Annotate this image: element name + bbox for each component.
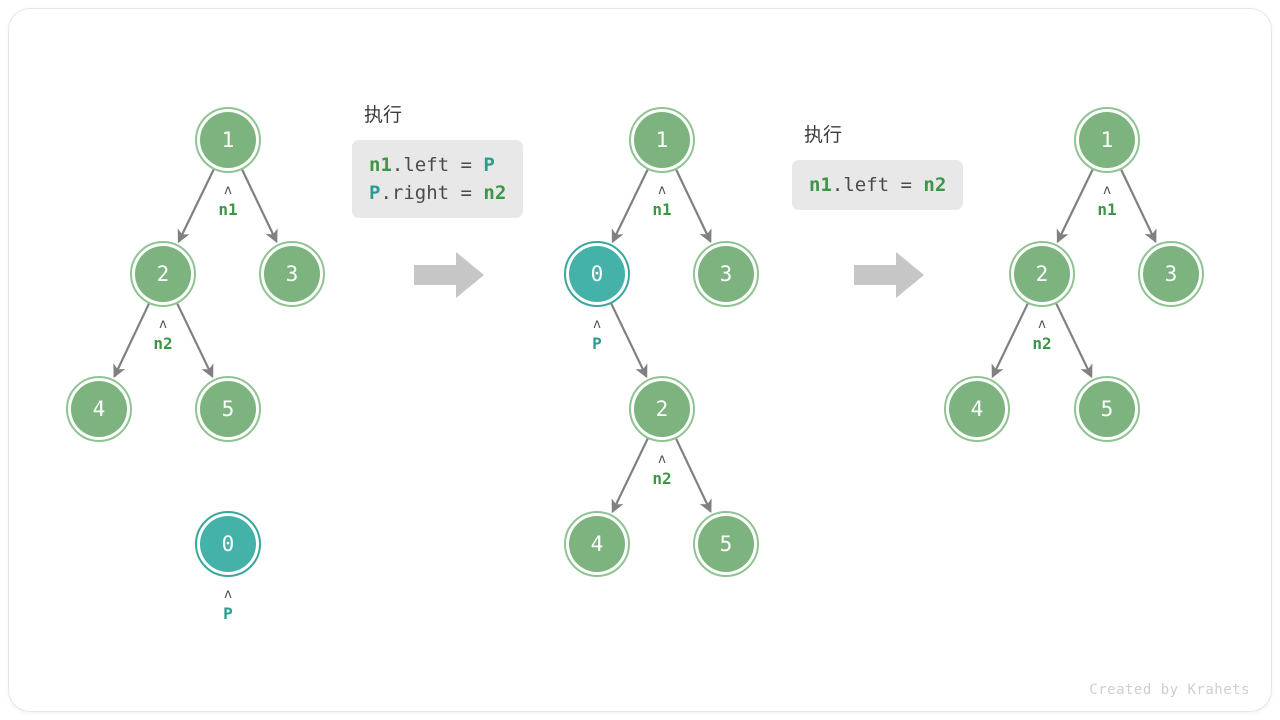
tree-node-middle-1: 1 [629, 107, 695, 173]
node-value: 1 [221, 127, 235, 152]
node-ring [564, 241, 630, 307]
pointer-name: P [223, 604, 233, 623]
node-ring [259, 241, 325, 307]
caret-icon: ʌ [658, 452, 666, 467]
pointer-name: n1 [1097, 200, 1117, 219]
node-ring [195, 376, 261, 442]
tree-node-before-4: 4 [66, 376, 132, 442]
transition-arrow-2 [854, 252, 924, 298]
tree-node-before-1: 1 [195, 107, 261, 173]
step-1-label: 执行 [364, 104, 403, 126]
tree-node-middle-4: 4 [564, 511, 630, 577]
node-ring [1138, 241, 1204, 307]
credit-text: Created by Krahets [1089, 682, 1250, 698]
tree-node-after-3: 3 [1138, 241, 1204, 307]
node-value: 3 [1164, 261, 1178, 286]
tree-node-after-2: 2 [1009, 241, 1075, 307]
tree-node-middle-2: 2 [629, 376, 695, 442]
pointer-name: n1 [652, 200, 672, 219]
node-ring [1074, 376, 1140, 442]
code-token: P [369, 182, 381, 204]
tree-node-after-1: 1 [1074, 107, 1140, 173]
caret-icon: ʌ [658, 183, 666, 198]
pointer-name: n2 [153, 334, 173, 353]
node-value: 0 [221, 531, 235, 556]
code-token: n1 [369, 154, 392, 176]
node-ring [693, 241, 759, 307]
code-token: P [483, 154, 495, 176]
tree-node-before-3: 3 [259, 241, 325, 307]
code-token: .left = [831, 174, 924, 196]
pointer-label-n1: ʌ n1 [632, 183, 692, 220]
node-ring [629, 107, 695, 173]
node-ring [564, 511, 630, 577]
pointer-label-n1: ʌ n1 [198, 183, 258, 220]
caret-icon: ʌ [159, 317, 167, 332]
node-value: 2 [156, 261, 170, 286]
tree-node-before-5: 5 [195, 376, 261, 442]
code-token: n2 [923, 174, 947, 196]
code-line: P.right = n2 [369, 179, 506, 207]
tree-node-middle-0: 0 [564, 241, 630, 307]
code-token: .left = [391, 154, 484, 176]
code-line: n1.left = P [369, 151, 506, 179]
pointer-label-n2: ʌ n2 [632, 452, 692, 489]
pointer-name: n1 [218, 200, 238, 219]
code-token: n1 [809, 174, 832, 196]
node-value: 5 [221, 396, 235, 421]
node-ring [693, 511, 759, 577]
node-value: 0 [590, 261, 604, 286]
pointer-name: n2 [652, 469, 672, 488]
node-value: 3 [719, 261, 733, 286]
pointer-label-n2: ʌ n2 [133, 317, 193, 354]
transition-arrow-1 [414, 252, 484, 298]
step-2-code-box: n1.left = n2 [792, 160, 964, 210]
pointer-name: P [592, 334, 602, 353]
caret-icon: ʌ [224, 587, 232, 602]
code-token: .right = [380, 182, 484, 204]
node-ring [66, 376, 132, 442]
tree-node-after-5: 5 [1074, 376, 1140, 442]
node-ring [1074, 107, 1140, 173]
code-token: n2 [483, 182, 507, 204]
tree-node-before-0: 0 [195, 511, 261, 577]
step-2-label: 执行 [804, 124, 843, 146]
node-ring [195, 511, 261, 577]
pointer-label-n1: ʌ n1 [1077, 183, 1137, 220]
node-ring [944, 376, 1010, 442]
caret-icon: ʌ [593, 317, 601, 332]
node-ring [629, 376, 695, 442]
tree-node-after-4: 4 [944, 376, 1010, 442]
pointer-label-n2: ʌ n2 [1012, 317, 1072, 354]
caret-icon: ʌ [1103, 183, 1111, 198]
tree-node-before-2: 2 [130, 241, 196, 307]
code-line: n1.left = n2 [809, 171, 946, 199]
node-ring [130, 241, 196, 307]
node-ring [195, 107, 261, 173]
node-value: 4 [92, 396, 106, 421]
node-value: 1 [655, 127, 669, 152]
node-value: 5 [1100, 396, 1114, 421]
node-value: 4 [970, 396, 984, 421]
tree-node-middle-5: 5 [693, 511, 759, 577]
caret-icon: ʌ [1038, 317, 1046, 332]
tree-node-middle-3: 3 [693, 241, 759, 307]
node-ring [1009, 241, 1075, 307]
node-value: 1 [1100, 127, 1114, 152]
pointer-name: n2 [1032, 334, 1052, 353]
caret-icon: ʌ [224, 183, 232, 198]
node-value: 4 [590, 531, 604, 556]
node-value: 5 [719, 531, 733, 556]
node-value: 3 [285, 261, 299, 286]
node-value: 2 [1035, 261, 1049, 286]
node-value: 2 [655, 396, 669, 421]
